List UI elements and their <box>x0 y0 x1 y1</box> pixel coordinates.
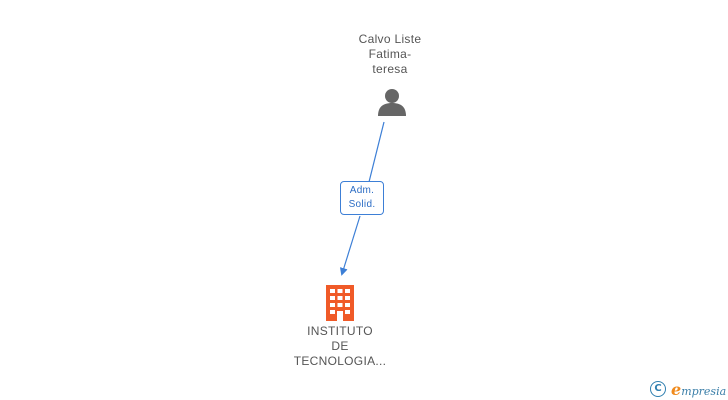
company-name-line-1: INSTITUTO <box>307 324 373 338</box>
copyright-icon: C <box>650 381 666 397</box>
relation-label[interactable]: Adm. Solid. <box>340 181 384 215</box>
brand-name-first: e <box>671 379 682 399</box>
relation-label-line-1: Adm. <box>349 185 375 196</box>
company-name[interactable]: INSTITUTO DE TECNOLOGIA... <box>270 324 410 369</box>
company-name-line-2: DE <box>331 339 349 353</box>
brand-name: empresia <box>671 380 726 399</box>
brand-logo: C empresia <box>650 379 726 399</box>
brand-name-rest: mpresia <box>681 384 727 398</box>
edge-upper <box>368 121 385 183</box>
person-name-line-3: teresa <box>372 62 408 76</box>
person-name[interactable]: Calvo Liste Fatima- teresa <box>331 32 449 77</box>
person-name-line-2: Fatima- <box>368 47 412 61</box>
building-icon[interactable] <box>324 285 356 321</box>
edge-lower <box>339 215 361 276</box>
person-name-line-1: Calvo Liste <box>358 32 422 46</box>
relation-label-line-2: Solid. <box>348 199 376 210</box>
person-icon[interactable] <box>377 88 407 118</box>
company-name-line-3: TECNOLOGIA... <box>293 354 387 368</box>
